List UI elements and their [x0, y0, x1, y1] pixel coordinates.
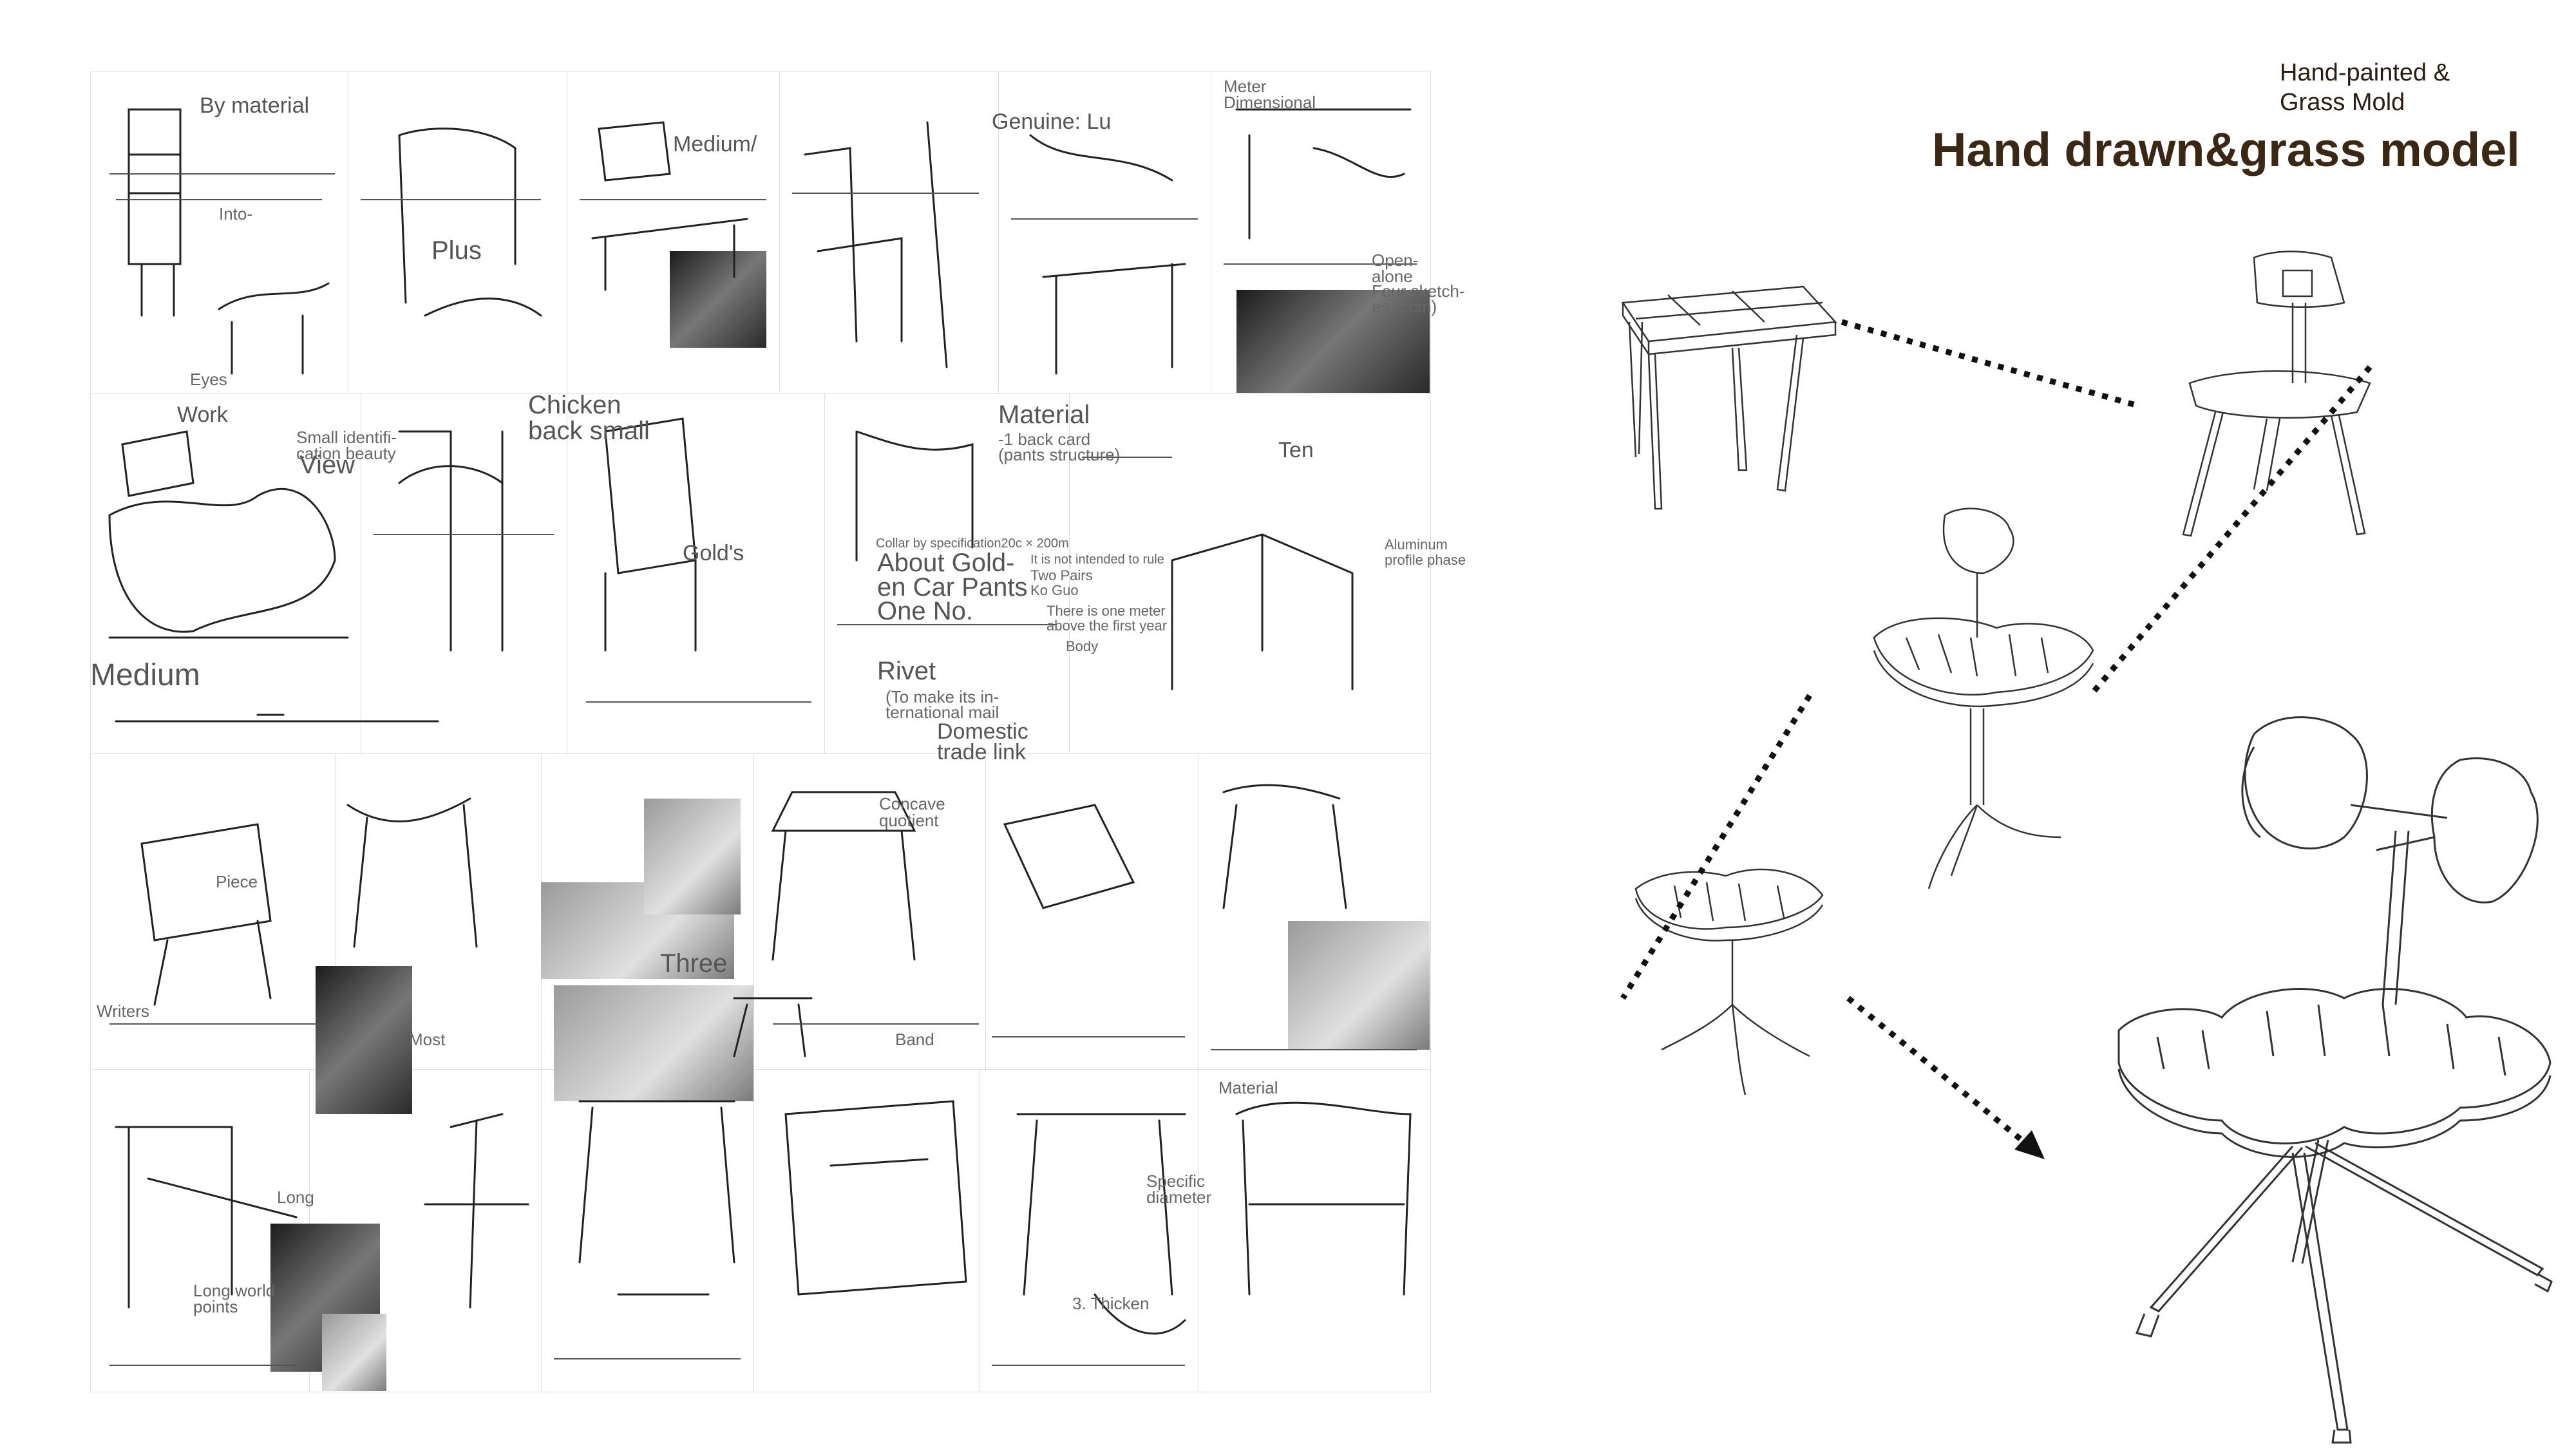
sketch-panel	[1069, 393, 1431, 755]
annotation-label: back small	[528, 417, 650, 445]
annotation-label: By material	[200, 93, 310, 118]
sketch-panel	[1198, 1069, 1431, 1392]
annotation-label: Plus	[431, 236, 482, 265]
annotation-label: Domestic	[937, 719, 1028, 744]
sketch-panel	[753, 753, 987, 1070]
model-final-plant-stand	[2117, 716, 2553, 1444]
sketch-panel	[824, 393, 1070, 755]
annotation-label: Long world	[193, 1281, 276, 1300]
sketch-panel	[361, 393, 568, 755]
annotation-label: Writers	[97, 1001, 149, 1021]
sketch-photo	[554, 985, 753, 1101]
sketch-panel	[753, 1069, 980, 1392]
annotation-label: profile phase	[1385, 552, 1466, 568]
annotation-label: Ten	[1278, 438, 1314, 462]
annotation-label: Chicken	[528, 391, 621, 419]
annotation-label: Dimensional	[1224, 93, 1316, 112]
sketch-panel	[90, 393, 362, 755]
annotation-label: About Gold-	[877, 549, 1015, 577]
model-chair	[2182, 251, 2371, 537]
annotation-label: Medium	[90, 658, 200, 692]
annotation-label: -1 back card	[998, 430, 1091, 449]
annotation-label: Work	[177, 402, 228, 427]
annotation-label: Meter	[1224, 77, 1267, 96]
sketch-photo	[670, 251, 766, 348]
sketch-panel	[779, 71, 999, 394]
annotation-label: Genuine: Lu	[992, 109, 1112, 134]
model-plant-stand-small	[1634, 868, 1824, 1095]
annotation-label: Four sketch-	[1372, 281, 1465, 301]
annotation-label: There is one meter	[1046, 603, 1166, 619]
annotation-label: alone	[1372, 267, 1413, 286]
annotation-label: Collar by specification20c × 200m	[876, 536, 1069, 551]
annotation-label: One No.	[877, 597, 973, 625]
sketch-strokes	[108, 108, 1417, 1366]
annotation-label: ternational mail	[886, 703, 999, 722]
subtitle-line: Grass Mold	[2280, 89, 2405, 116]
sketch-photo	[1236, 290, 1430, 393]
sketch-panel	[90, 71, 349, 394]
sketch-photo	[644, 799, 741, 914]
subtitle: Hand-painted & Grass Mold	[2280, 58, 2537, 117]
sketch-collage: By material Into- Plus Medium/ Meter Dim…	[90, 71, 1465, 1392]
annotation-label: 3. Thicken	[1072, 1294, 1150, 1313]
annotation-label: Band	[895, 1030, 934, 1049]
annotation-label: Piece	[216, 872, 258, 891]
sketch-panel	[90, 753, 336, 1070]
annotation-label: Aluminum	[1385, 536, 1448, 553]
annotation-label: Rivet	[877, 657, 936, 685]
annotation-label: points	[193, 1297, 238, 1316]
sketch-photo	[316, 966, 412, 1114]
annotation-label: Most	[409, 1030, 446, 1049]
annotation-label: cation beauty	[296, 444, 396, 463]
annotation-label: Medium/	[673, 132, 757, 156]
annotation-label: diameter	[1146, 1188, 1212, 1207]
annotation-label: (pants structure)	[998, 445, 1121, 464]
annotation-label: Open-	[1372, 251, 1419, 270]
annotation-label: Two Pairs	[1030, 567, 1093, 583]
sketch-panel	[541, 1069, 755, 1392]
annotation-label: Gold's	[683, 541, 744, 565]
dotted-arrows	[1620, 319, 2372, 1146]
annotation-label: above the first year	[1046, 618, 1168, 634]
annotation-label: Material	[998, 401, 1090, 429]
annotation-label: Body	[1066, 638, 1099, 654]
subtitle-line: Hand-painted &	[2280, 59, 2450, 86]
annotation-label: es (2cm)	[1372, 297, 1437, 316]
annotation-label: Into-	[219, 204, 253, 223]
annotation-label: Material	[1218, 1078, 1278, 1097]
annotation-label: View	[299, 451, 355, 479]
page-title: Hand drawn&grass model	[1932, 123, 2520, 176]
annotation-label: (To make its in-	[886, 687, 999, 706]
annotation-label: It is not intended to rule	[1030, 553, 1164, 567]
sketch-panel	[348, 71, 568, 394]
annotation-label: en Car Pants	[877, 573, 1028, 601]
annotation-label: Three	[660, 949, 728, 978]
annotation-label: Ko Guo	[1030, 582, 1079, 598]
model-plant-stand-tall	[1873, 507, 2094, 889]
sketch-panel	[998, 71, 1212, 394]
annotation-label: Concave	[879, 794, 945, 813]
annotation-label: quotient	[879, 811, 939, 830]
annotation-label: trade link	[937, 740, 1026, 764]
arrow-head-icon	[2014, 1130, 2045, 1159]
annotation-label: Small identifi-	[296, 428, 397, 447]
sketch-panel	[979, 1069, 1199, 1392]
sketch-photo	[1288, 921, 1430, 1050]
annotation-label: Long	[277, 1188, 314, 1207]
annotation-label: Specific	[1146, 1171, 1206, 1191]
model-table	[1621, 285, 1837, 510]
annotation-label: Eyes	[190, 370, 227, 389]
sketch-photo	[322, 1314, 386, 1391]
